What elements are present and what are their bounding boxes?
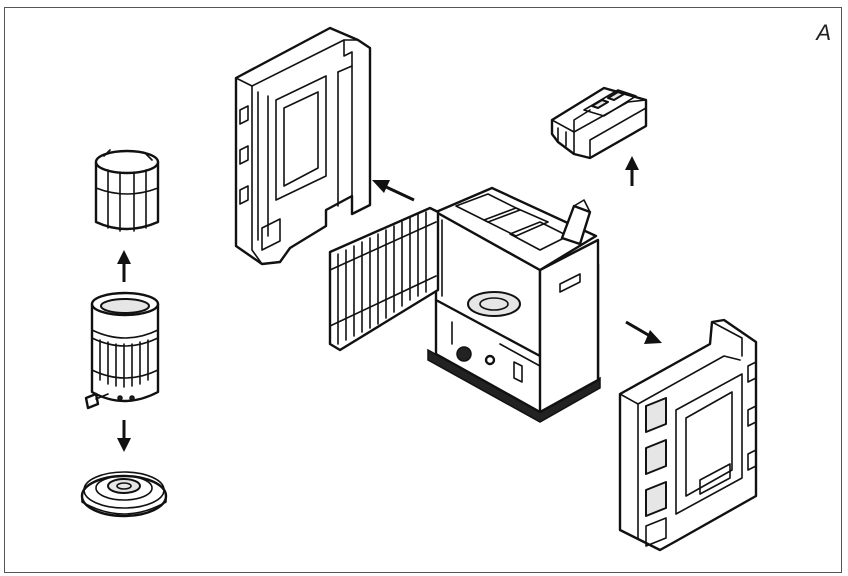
- arrow-to-switch-module: [625, 156, 639, 186]
- right-side-panel: [618, 318, 758, 552]
- front-grille: [328, 206, 440, 352]
- panel-label: A: [816, 20, 831, 45]
- wick-burner-assembly: [84, 291, 160, 410]
- control-switch-module: [550, 86, 648, 160]
- chimney-cylinder-top: [94, 149, 160, 232]
- stove-body: [427, 186, 601, 423]
- left-side-panel: [234, 26, 372, 266]
- arrow-up-to-chimney: [117, 250, 131, 282]
- arrow-to-left-panel: [372, 180, 415, 202]
- wick-base-plate: [80, 471, 168, 518]
- arrow-down-to-wick-base: [117, 420, 131, 452]
- arrow-to-right-panel: [625, 320, 662, 344]
